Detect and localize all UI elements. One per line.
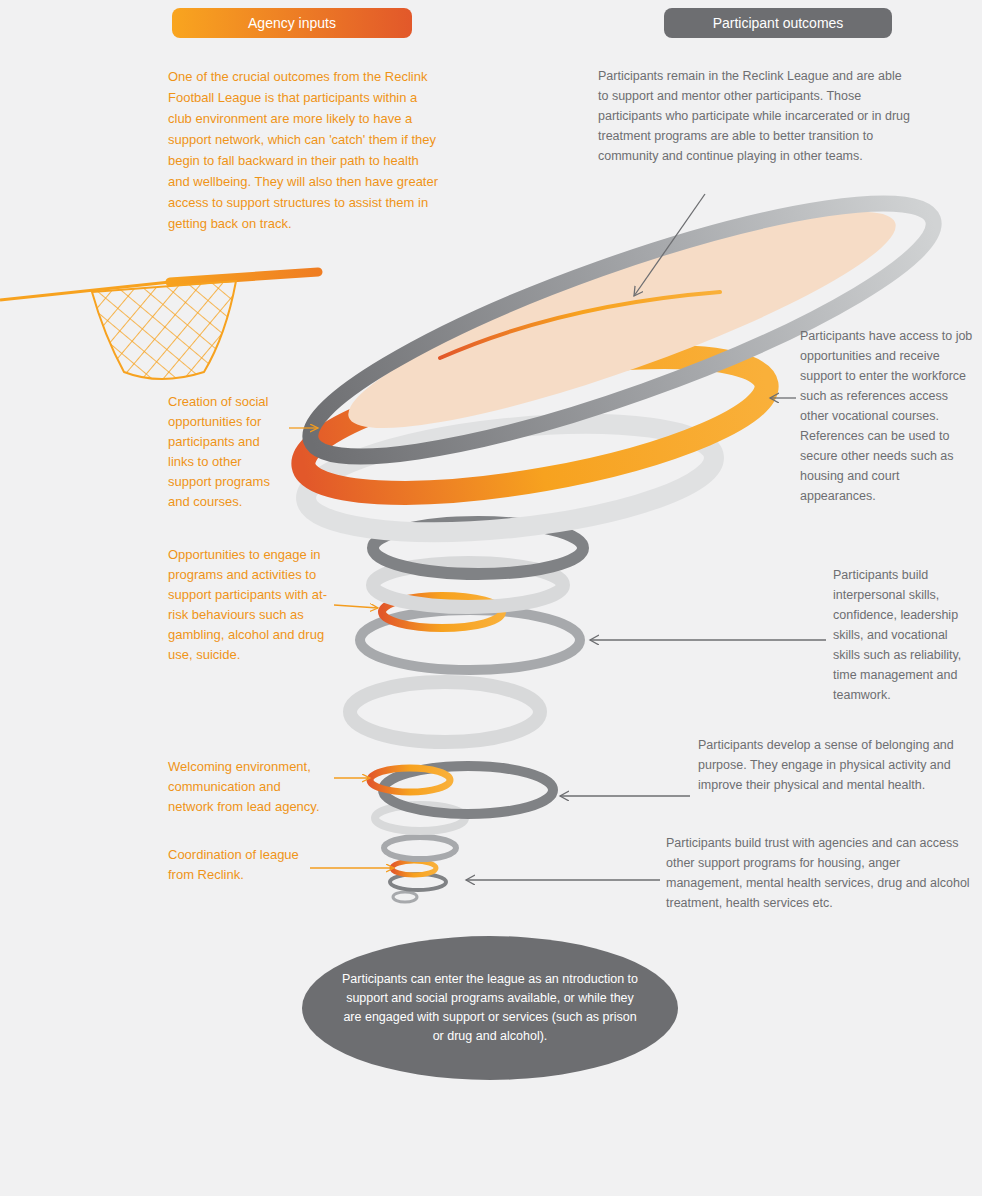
net-grip [170, 272, 318, 282]
catch-net [0, 272, 318, 379]
leader-arrow [770, 397, 796, 398]
leader-arrow [590, 639, 826, 640]
input-note: Opportunities to engage in programs and … [168, 545, 328, 665]
input-note: Welcoming environment, communication and… [168, 757, 328, 817]
leader-arrow [334, 605, 378, 608]
leader-arrow [334, 777, 370, 778]
leader-arrow [560, 795, 690, 796]
leader-arrow [466, 879, 660, 880]
ellipse-fill [302, 936, 678, 1080]
header-text: Agency inputs [248, 15, 336, 31]
input-note: Creation of social opportunities for par… [168, 392, 286, 512]
leader-arrow [310, 867, 394, 868]
spiral-ring [384, 837, 456, 859]
intro-note: One of the crucial outcomes from the Rec… [168, 66, 440, 234]
outcome-note: Participants remain in the Reclink Leagu… [598, 66, 912, 166]
entry-text: Participants can enter the league as an … [340, 970, 640, 1046]
outcome-note: Participants build trust with agencies a… [666, 833, 976, 913]
ellipse-shape [302, 936, 678, 1080]
header-pill: Agency inputs [172, 8, 412, 38]
outcome-note: Participants develop a sense of belongin… [698, 735, 974, 795]
spiral-ring [370, 768, 450, 792]
spiral-ring [393, 892, 417, 902]
spiral-ring [392, 861, 436, 875]
input-note: Coordination of league from Reclink. [168, 845, 303, 885]
leader-lines [289, 194, 826, 880]
header-pill: Participant outcomes [664, 8, 892, 38]
entry-ellipse: Participants can enter the league as an … [302, 936, 678, 1080]
outcome-note: Participants have access to job opportun… [800, 326, 976, 426]
net-mesh [92, 281, 236, 379]
outcome-note: Participants build interpersonal skills,… [833, 565, 978, 705]
outcome-note: References can be used to secure other n… [800, 426, 976, 506]
leader-arrow [634, 194, 705, 296]
header-text: Participant outcomes [713, 15, 844, 31]
spiral-inner-arc [440, 292, 720, 358]
ellipse-text-box: Participants can enter the league as an … [340, 970, 640, 1046]
leader-arrow [289, 427, 318, 428]
spiral-ring [350, 682, 540, 742]
